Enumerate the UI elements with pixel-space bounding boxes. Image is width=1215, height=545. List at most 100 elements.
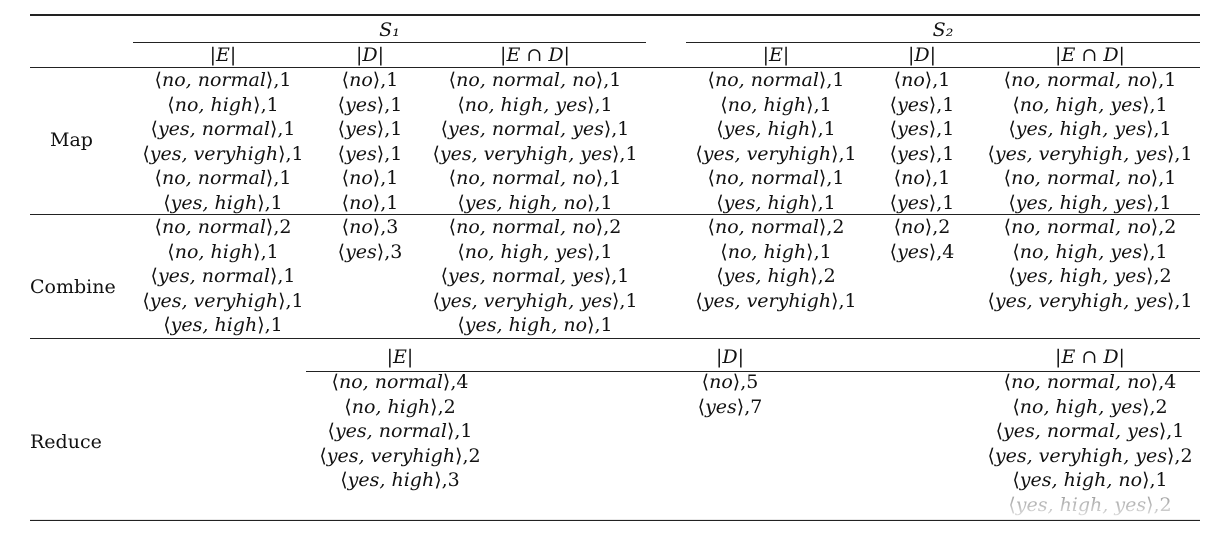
table-cell: ⟨no⟩,1 bbox=[893, 167, 951, 189]
header-s2-e: |E| bbox=[762, 44, 790, 66]
table-cell: ⟨yes, veryhigh, yes⟩,1 bbox=[987, 289, 1193, 312]
table-cell: ⟨yes⟩,1 bbox=[889, 118, 955, 140]
table-cell: ⟨yes, high, no⟩,1 bbox=[457, 314, 613, 336]
table-cell: ⟨yes, high⟩,2 bbox=[716, 265, 836, 287]
table-cell: ⟨no, high, yes⟩,1 bbox=[457, 93, 613, 116]
table-cell: ⟨yes⟩,4 bbox=[889, 240, 955, 263]
table-cell: ⟨yes⟩,3 bbox=[337, 240, 403, 263]
table-cell: ⟨no, normal, no⟩,1 bbox=[448, 167, 622, 189]
table-cell: ⟨no, normal⟩,1 bbox=[154, 167, 292, 189]
table-cell: ⟨yes, high, yes⟩,1 bbox=[1008, 118, 1172, 140]
table-cell: ⟨no, normal, no⟩,2 bbox=[1003, 216, 1177, 238]
row-label-map: Map bbox=[50, 129, 93, 151]
reduce-e-column: ⟨no, normal⟩,4⟨no, high⟩,2⟨yes, normal⟩,… bbox=[300, 370, 500, 493]
table-cell: ⟨no, normal, no⟩,1 bbox=[1003, 167, 1177, 189]
table-cell: ⟨yes⟩,1 bbox=[889, 191, 955, 214]
table-cell: ⟨yes, veryhigh⟩,1 bbox=[142, 289, 304, 312]
table-cell: ⟨no, normal⟩,1 bbox=[707, 167, 845, 189]
table-cell: ⟨no, high⟩,1 bbox=[720, 93, 832, 116]
s2-cmidrule bbox=[686, 42, 1200, 43]
table-cell: ⟨yes, veryhigh⟩,1 bbox=[695, 289, 857, 312]
header-reduce-e: |E| bbox=[386, 346, 414, 368]
table-cell: ⟨yes⟩,1 bbox=[889, 93, 955, 116]
bottom-rule bbox=[30, 519, 1200, 521]
table-cell: ⟨no, high⟩,1 bbox=[167, 93, 279, 116]
table-cell: ⟨yes, high, yes⟩,1 bbox=[1008, 191, 1172, 214]
table-cell: ⟨no, high⟩,1 bbox=[167, 240, 279, 263]
header-s1-d: |D| bbox=[355, 44, 385, 66]
table-cell: ⟨no, high, yes⟩,1 bbox=[1012, 93, 1168, 116]
table-cell: ⟨no, normal⟩,1 bbox=[707, 69, 845, 91]
table-cell: ⟨no, normal, no⟩,4 bbox=[1003, 371, 1177, 393]
table-cell: ⟨no, high, yes⟩,1 bbox=[1012, 240, 1168, 263]
table-cell: ⟨yes, normal, yes⟩,1 bbox=[995, 420, 1185, 442]
table-cell: ⟨yes, veryhigh, yes⟩,1 bbox=[432, 289, 638, 312]
row-label-reduce: Reduce bbox=[30, 431, 102, 453]
header-s2: S₂ bbox=[932, 19, 954, 41]
table-cell: ⟨yes, normal⟩,1 bbox=[150, 118, 296, 140]
table-cell: ⟨yes, high, yes⟩,2 bbox=[1008, 265, 1172, 287]
table-cell: ⟨no, high⟩,2 bbox=[344, 395, 456, 418]
map-combine-rule bbox=[30, 214, 1200, 215]
table-cell: ⟨yes⟩,1 bbox=[337, 142, 403, 165]
table-cell: ⟨yes, normal⟩,1 bbox=[327, 420, 473, 442]
map-s2-e-column: ⟨no, normal⟩,1⟨no, high⟩,1⟨yes, high⟩,1⟨… bbox=[686, 68, 866, 215]
table-cell: ⟨yes, high⟩,1 bbox=[716, 118, 836, 140]
map-s1-ed-column: ⟨no, normal, no⟩,1⟨no, high, yes⟩,1⟨yes,… bbox=[425, 68, 645, 215]
table-cell: ⟨yes, high, no⟩,1 bbox=[457, 191, 613, 214]
table-cell: ⟨yes, normal, yes⟩,1 bbox=[440, 265, 630, 287]
table-cell: ⟨no⟩,2 bbox=[893, 216, 951, 238]
combine-s1-ed-column: ⟨no, normal, no⟩,2⟨no, high, yes⟩,1⟨yes,… bbox=[425, 215, 645, 338]
table-cell: ⟨yes, veryhigh, yes⟩,1 bbox=[987, 142, 1193, 165]
table-cell: ⟨no, normal⟩,2 bbox=[154, 216, 292, 238]
reduce-d-column: ⟨no⟩,5⟨yes⟩,7 bbox=[680, 370, 780, 419]
table-cell: ⟨no, normal, no⟩,1 bbox=[448, 69, 622, 91]
map-s1-e-column: ⟨no, normal⟩,1⟨no, high⟩,1⟨yes, normal⟩,… bbox=[133, 68, 313, 215]
header-reduce-ed: |E ∩ D| bbox=[1055, 346, 1125, 368]
table-cell: ⟨no, normal, no⟩,2 bbox=[448, 216, 622, 238]
header-s2-d: |D| bbox=[907, 44, 937, 66]
map-s2-ed-column: ⟨no, normal, no⟩,1⟨no, high, yes⟩,1⟨yes,… bbox=[980, 68, 1200, 215]
reduce-header-rule bbox=[306, 371, 1200, 372]
table-cell: ⟨yes, veryhigh, yes⟩,2 bbox=[987, 444, 1193, 467]
table-cell: ⟨yes, normal⟩,1 bbox=[150, 265, 296, 287]
table-cell: ⟨yes⟩,7 bbox=[697, 395, 763, 418]
header-s1-e: |E| bbox=[209, 44, 237, 66]
table-cell: ⟨no, normal⟩,1 bbox=[154, 69, 292, 91]
table-cell: ⟨yes, veryhigh⟩,2 bbox=[319, 444, 481, 467]
table-cell: ⟨yes, veryhigh, yes⟩,1 bbox=[432, 142, 638, 165]
table-cell: ⟨no⟩,1 bbox=[341, 191, 399, 214]
row-label-combine: Combine bbox=[30, 276, 116, 298]
header-reduce-d: |D| bbox=[715, 346, 745, 368]
combine-s1-e-column: ⟨no, normal⟩,2⟨no, high⟩,1⟨yes, normal⟩,… bbox=[133, 215, 313, 338]
table-cell: ⟨yes, high, no⟩,1 bbox=[1012, 469, 1168, 491]
table-cell: ⟨no, high, yes⟩,2 bbox=[1012, 395, 1168, 418]
map-s2-d-column: ⟨no⟩,1⟨yes⟩,1⟨yes⟩,1⟨yes⟩,1⟨no⟩,1⟨yes⟩,1 bbox=[872, 68, 972, 215]
table-cell: ⟨yes, veryhigh⟩,1 bbox=[142, 142, 304, 165]
table-cell: ⟨no⟩,1 bbox=[341, 167, 399, 189]
faded-band bbox=[0, 492, 1215, 520]
table-cell: ⟨no⟩,1 bbox=[893, 69, 951, 91]
table-cell: ⟨no, normal, no⟩,1 bbox=[1003, 69, 1177, 91]
header-s1: S₁ bbox=[379, 19, 400, 41]
table-cell: ⟨yes⟩,1 bbox=[337, 93, 403, 116]
header-s1-ed: |E ∩ D| bbox=[500, 44, 570, 66]
table-cell: ⟨no, normal⟩,4 bbox=[331, 371, 469, 393]
table-cell: ⟨yes, veryhigh⟩,1 bbox=[695, 142, 857, 165]
table-cell: ⟨no, high, yes⟩,1 bbox=[457, 240, 613, 263]
table-cell: ⟨yes, high⟩,1 bbox=[716, 191, 836, 214]
combine-s1-d-column: ⟨no⟩,3⟨yes⟩,3 bbox=[320, 215, 420, 264]
table-cell: ⟨no⟩,3 bbox=[341, 216, 399, 238]
combine-s2-ed-column: ⟨no, normal, no⟩,2⟨no, high, yes⟩,1⟨yes,… bbox=[980, 215, 1200, 313]
combine-s2-d-column: ⟨no⟩,2⟨yes⟩,4 bbox=[872, 215, 972, 264]
header-s2-ed: |E ∩ D| bbox=[1055, 44, 1125, 66]
table-cell: ⟨yes⟩,1 bbox=[889, 142, 955, 165]
header-rule bbox=[30, 67, 1200, 68]
table-cell: ⟨yes, high⟩,1 bbox=[163, 191, 283, 214]
table-cell: ⟨no, normal⟩,2 bbox=[707, 216, 845, 238]
combine-s2-e-column: ⟨no, normal⟩,2⟨no, high⟩,1⟨yes, high⟩,2⟨… bbox=[686, 215, 866, 313]
table-cell: ⟨yes, high⟩,3 bbox=[340, 469, 460, 491]
table-cell: ⟨no⟩,5 bbox=[701, 371, 759, 393]
top-rule bbox=[30, 14, 1200, 16]
table-cell: ⟨yes⟩,1 bbox=[337, 118, 403, 140]
